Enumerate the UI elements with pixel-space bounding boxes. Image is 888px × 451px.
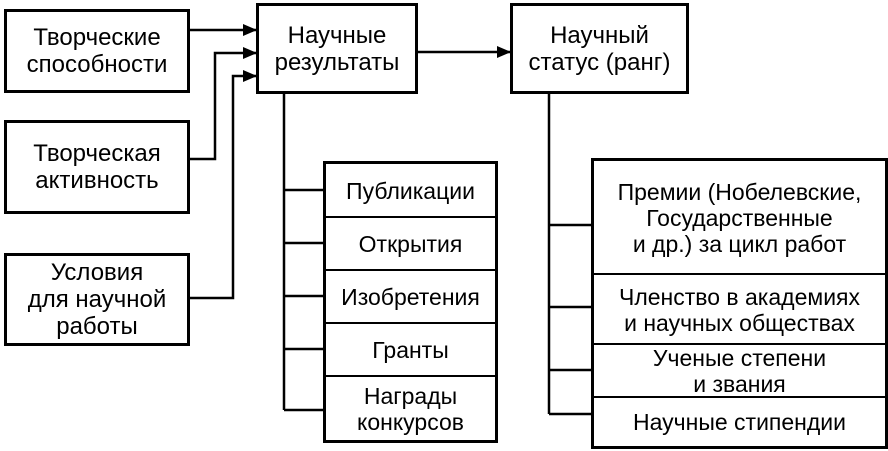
divider xyxy=(594,273,885,275)
status-box: Научный статус (ранг) xyxy=(510,3,689,94)
results-item-inventions: Изобретения xyxy=(341,284,480,310)
status-item-degrees: Ученые степени и звания xyxy=(652,345,827,397)
status-list: Премии (Нобелевские, Государственные и д… xyxy=(591,158,888,449)
input-box-creative-abilities: Творческие способности xyxy=(4,9,190,93)
results-box: Научные результаты xyxy=(256,3,418,94)
input-box-creative-activity: Творческая активность xyxy=(4,120,190,214)
results-item-awards: Награды конкурсов xyxy=(357,382,464,435)
status-item-prizes: Премии (Нобелевские, Государственные и д… xyxy=(617,178,862,257)
divider xyxy=(326,375,495,377)
results-list: Публикации Открытия Изобретения Гранты Н… xyxy=(323,161,498,443)
results-item-publications: Публикации xyxy=(346,177,475,204)
arrow-work-conditions xyxy=(190,70,257,300)
divider xyxy=(594,396,885,398)
divider xyxy=(594,343,885,345)
divider xyxy=(326,269,495,271)
divider xyxy=(326,322,495,324)
arrow-creative-activity xyxy=(190,47,257,161)
input-box-work-conditions: Условия для научной работы xyxy=(4,253,190,346)
status-item-academy-membership: Членство в академиях и научных обществах xyxy=(618,283,860,336)
results-item-discoveries: Открытия xyxy=(358,231,463,257)
status-item-fellowships: Научные стипендии xyxy=(633,409,846,435)
divider xyxy=(326,216,495,218)
results-item-grants: Гранты xyxy=(372,337,449,363)
